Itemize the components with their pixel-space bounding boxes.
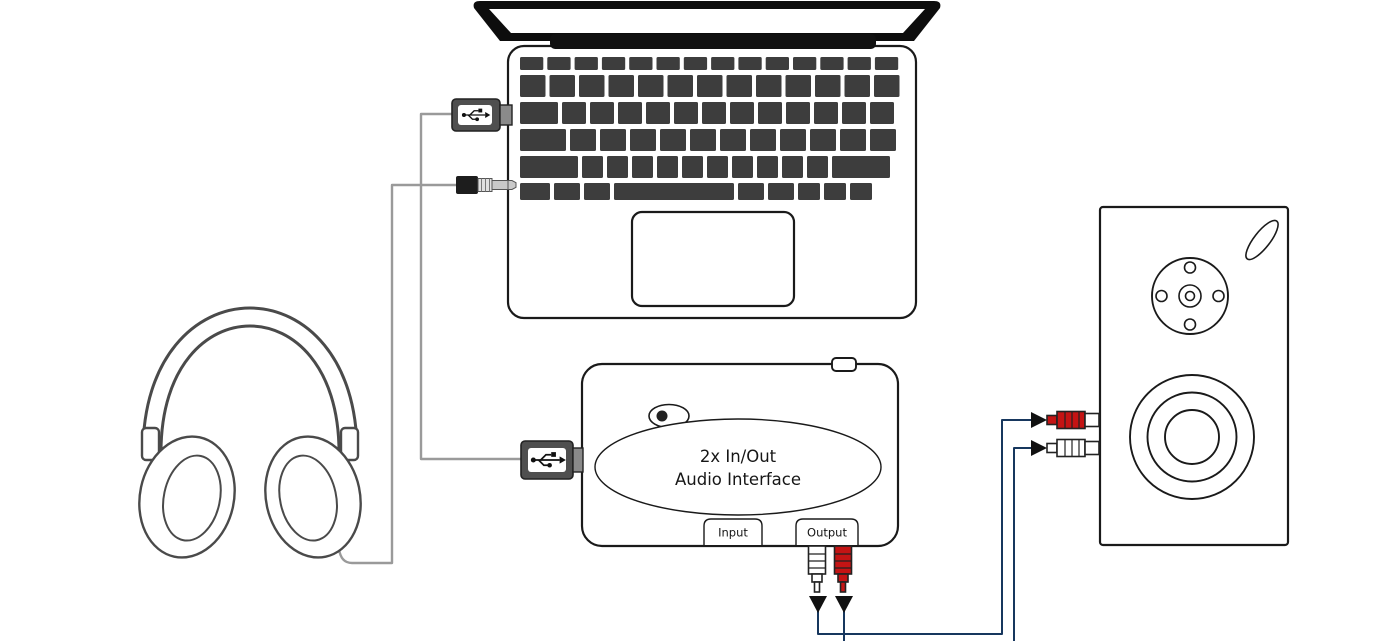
laptop-hinge [550, 34, 876, 49]
label-oval [594, 418, 882, 516]
arrow-down-icon [835, 596, 853, 613]
keyboard-keys [520, 57, 900, 200]
tweeter [1151, 257, 1229, 335]
headband-slider-right [339, 426, 360, 462]
audio-jack-plug [456, 176, 517, 194]
headphones [138, 306, 362, 559]
interface-label-line1: 2x In/Out [700, 447, 777, 466]
rca-plug-speaker-red [1046, 410, 1100, 430]
rca-plug-interface-red [833, 545, 853, 593]
headband-slider-left [140, 426, 161, 462]
indicator-dot [656, 410, 668, 422]
output-tab [795, 518, 859, 545]
speaker [1098, 205, 1290, 547]
usb-plug-interface [520, 440, 584, 480]
bass-port [1245, 219, 1279, 261]
output-tab-label: Output [807, 526, 847, 540]
woofer [1129, 374, 1255, 500]
arrow-right-icon [1031, 440, 1047, 456]
arrow-right-icon [1031, 412, 1047, 428]
input-tab-label: Input [718, 526, 748, 540]
arrow-down-icon [809, 596, 827, 613]
interface-notch [831, 357, 857, 372]
rca-plug-speaker-white [1046, 438, 1100, 458]
earcup-left [138, 435, 236, 559]
interface-label-line2: Audio Interface [675, 470, 801, 489]
headphone-cable [337, 183, 462, 565]
audio-interface: 2x In/Out Audio Interface Input Output [580, 357, 900, 548]
laptop-screen-panel [489, 9, 925, 33]
rca-plug-interface-white [807, 545, 827, 593]
laptop [473, 1, 941, 320]
rca-cable-right [843, 447, 1033, 641]
trackpad [630, 210, 796, 308]
usb-cable [419, 112, 524, 461]
usb-plug-laptop [451, 98, 513, 132]
input-tab [703, 518, 763, 545]
rca-cable-left [817, 419, 1033, 635]
earcup-right [264, 435, 362, 559]
